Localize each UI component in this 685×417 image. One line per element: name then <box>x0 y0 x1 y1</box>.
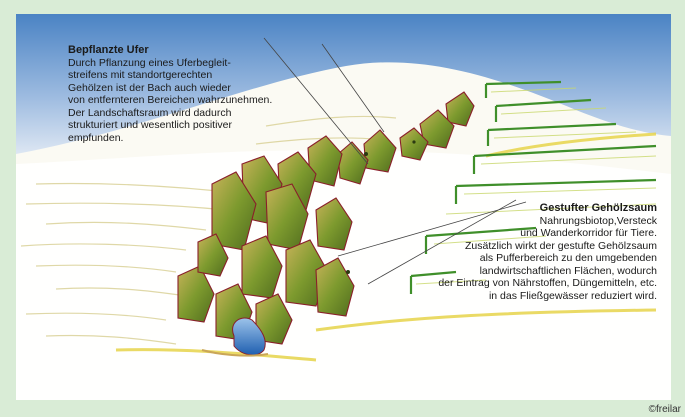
annotation-staggered-hedge: Gestufter Gehölzsaum Nahrungsbiotop,Vers… <box>337 202 657 302</box>
annotation-line: Durch Pflanzung eines Uferbegleit- <box>68 57 338 70</box>
annotation-line: als Pufferbereich zu den umgebenden <box>337 252 657 265</box>
annotation-line: Der Landschaftsraum wird dadurch <box>68 107 338 120</box>
copyright-credit: ©freilar <box>649 404 681 415</box>
annotation-line: landwirtschaftlichen Flächen, wodurch <box>337 265 657 278</box>
annotation-line: Zusätzlich wirkt der gestufte Gehölzsaum <box>337 240 657 253</box>
annotation-line: in das Fließgewässer reduziert wird. <box>337 290 657 303</box>
annotation-line: und Wanderkorridor für Tiere. <box>337 227 657 240</box>
annotation-line: strukturiert und wesentlich positiver <box>68 119 338 132</box>
annotation-line: Nahrungsbiotop,Versteck <box>337 215 657 228</box>
annotation-line: Gehölzen ist der Bach auch wieder <box>68 82 338 95</box>
annotation-planted-banks: Bepflanzte Ufer Durch Pflanzung eines Uf… <box>68 44 338 144</box>
annotation-line: streifens mit standortgerechten <box>68 69 338 82</box>
illustration-canvas: Bepflanzte Ufer Durch Pflanzung eines Uf… <box>16 14 671 400</box>
annotation-title: Bepflanzte Ufer <box>68 44 338 57</box>
annotation-line: empfunden. <box>68 132 338 145</box>
annotation-line: der Eintrag von Nährstoffen, Düngemittel… <box>337 277 657 290</box>
annotation-title: Gestufter Gehölzsaum <box>337 202 657 215</box>
annotation-line: von entfernteren Bereichen wahrzunehmen. <box>68 94 338 107</box>
